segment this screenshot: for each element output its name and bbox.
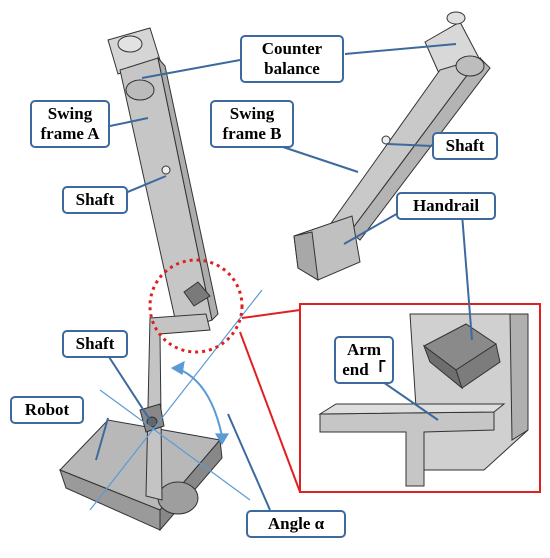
counter-balance-label: Counter balance bbox=[240, 35, 344, 83]
swing-frame-a-label-line2: frame A bbox=[40, 124, 100, 143]
swing-frame-a-label-line1: Swing bbox=[47, 104, 93, 123]
arm-end-highlight bbox=[148, 258, 244, 354]
handrail-label: Handrail bbox=[396, 192, 496, 220]
swing-frame-a bbox=[107, 27, 219, 333]
shaft-b-hole bbox=[381, 135, 391, 145]
shaft-a-hole bbox=[161, 165, 171, 175]
counter-balance-label-line1: Counter bbox=[261, 39, 323, 58]
zoom-inset bbox=[299, 303, 541, 493]
counter-balance-weight-a bbox=[125, 79, 155, 101]
arm-end-label-line2: end「 bbox=[342, 360, 386, 379]
arm-end-label-line1: Arm bbox=[347, 340, 381, 359]
arm-end-block bbox=[183, 281, 211, 307]
swing-frame-b-label-line1: Swing bbox=[229, 104, 275, 123]
counter-balance-label-line2: balance bbox=[264, 59, 320, 78]
counter-balance-weight-b bbox=[455, 55, 485, 77]
swing-frame-b-label-line2: frame B bbox=[222, 124, 282, 143]
arm-end-label: Arm end「 bbox=[334, 336, 394, 384]
shaft-left-label: Shaft bbox=[62, 186, 128, 214]
swing-frame-b bbox=[293, 11, 491, 281]
swing-frame-b-label: Swing frame B bbox=[210, 100, 294, 148]
angle-guides bbox=[89, 289, 263, 511]
highlight-connector-top bbox=[241, 309, 301, 319]
highlight-connector-bottom bbox=[239, 331, 301, 493]
robot-label: Robot bbox=[10, 396, 84, 424]
shaft-right-label: Shaft bbox=[432, 132, 498, 160]
swing-frame-a-label: Swing frame A bbox=[30, 100, 110, 148]
shaft-lower-label: Shaft bbox=[62, 330, 128, 358]
angle-alpha-label: Angle α bbox=[246, 510, 346, 538]
